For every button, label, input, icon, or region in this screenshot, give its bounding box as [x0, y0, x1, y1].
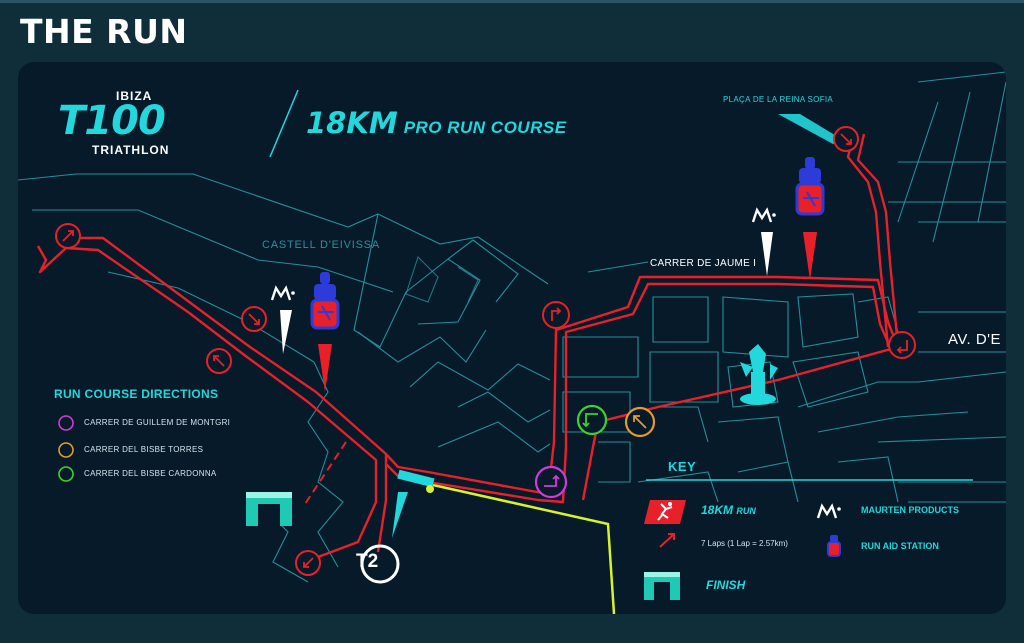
bottle-icon — [795, 157, 825, 280]
cardonna-legend-icon — [58, 466, 74, 482]
route-arrow-glyphs — [62, 133, 908, 568]
course-title: 18KM PRO RUN COURSE — [306, 106, 567, 140]
castle-label: CASTELL D'EIVISSA — [262, 239, 380, 251]
plaza-label: PLAÇA DE LA REINA SOFIA — [723, 95, 834, 104]
maurten-key-icon — [816, 503, 841, 519]
castle-streets — [405, 255, 479, 303]
run-dashed-segment — [302, 441, 347, 508]
directions-title: RUN COURSE DIRECTIONS — [54, 387, 219, 401]
street-jaume-label: CARRER DE JAUME I — [650, 258, 757, 269]
maurten-logo-icon — [270, 285, 295, 354]
key-run-distance: 18KM — [701, 503, 734, 517]
brand-triathlon: TRIATHLON — [92, 143, 170, 157]
transition-zone — [397, 469, 435, 488]
torres-legend-icon — [58, 442, 74, 458]
montgri-turn-icon — [534, 465, 568, 499]
key-run-label: 18KM RUN — [701, 503, 756, 517]
cardonna-turn-icon — [576, 404, 608, 436]
statue-landmark-icon — [740, 344, 778, 405]
brand-logo: T100 — [58, 98, 166, 144]
key-finish-label: FINISH — [706, 578, 746, 592]
key-aid-label: RUN AID STATION — [861, 541, 939, 551]
run-key-icon — [644, 500, 686, 524]
street-grid — [18, 71, 1006, 583]
key-title: KEY — [668, 459, 697, 474]
direction-montgri: CARRER DE GUILLEM DE MONTGRI — [84, 418, 231, 427]
key-run-suffix: RUN — [736, 506, 756, 516]
avenue-label: AV. D'E — [948, 331, 1002, 348]
brand-ibiza: IBIZA — [116, 89, 153, 103]
t2-pointer — [392, 492, 408, 538]
t2-label: T2 — [356, 551, 379, 572]
direction-torres: CARRER DEL BISBE TORRES — [84, 445, 204, 454]
arrow-circle-icon — [888, 331, 916, 359]
key-maurten-label: MAURTEN PRODUCTS — [861, 505, 959, 515]
plaza-pointer — [778, 114, 843, 144]
course-subtitle: PRO RUN COURSE — [403, 118, 567, 137]
map-canvas — [18, 71, 1006, 614]
montgri-legend-icon — [58, 415, 74, 431]
laps-arrow-icon — [659, 533, 675, 548]
course-distance: 18KM — [306, 106, 398, 140]
maurten-logo-icon — [751, 207, 776, 276]
t2-icon — [360, 544, 400, 584]
finish-arch-icon — [246, 492, 292, 526]
bike-route — [432, 483, 616, 614]
page-title: THE RUN — [20, 12, 188, 51]
title-divider — [269, 89, 299, 158]
arrow-circle-icon — [542, 301, 570, 329]
finish-key-icon — [644, 572, 680, 600]
key-laps-label: 7 Laps (1 Lap = 2.57km) — [701, 539, 788, 548]
bottle-key-icon — [827, 535, 841, 557]
bottle-icon — [310, 272, 340, 392]
top-border — [0, 0, 1024, 3]
direction-cardonna: CARRER DEL BISBE CARDONNA — [84, 469, 217, 478]
route-arrows — [55, 126, 916, 576]
